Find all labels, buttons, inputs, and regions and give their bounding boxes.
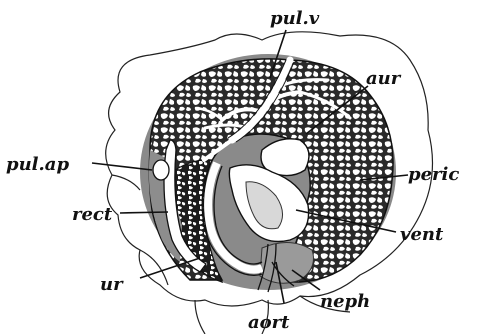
label-aur: aur — [366, 68, 402, 89]
label-peric: peric — [408, 164, 459, 185]
label-neph: neph — [320, 291, 370, 312]
label-rect: rect — [72, 204, 113, 225]
label-pul-ap: pul.ap — [6, 154, 69, 175]
pulmonary-aperture — [153, 160, 169, 180]
label-vent: vent — [400, 224, 444, 245]
label-ur: ur — [100, 274, 124, 295]
label-pul-v: pul.v — [270, 8, 320, 29]
label-aort: aort — [248, 312, 290, 333]
